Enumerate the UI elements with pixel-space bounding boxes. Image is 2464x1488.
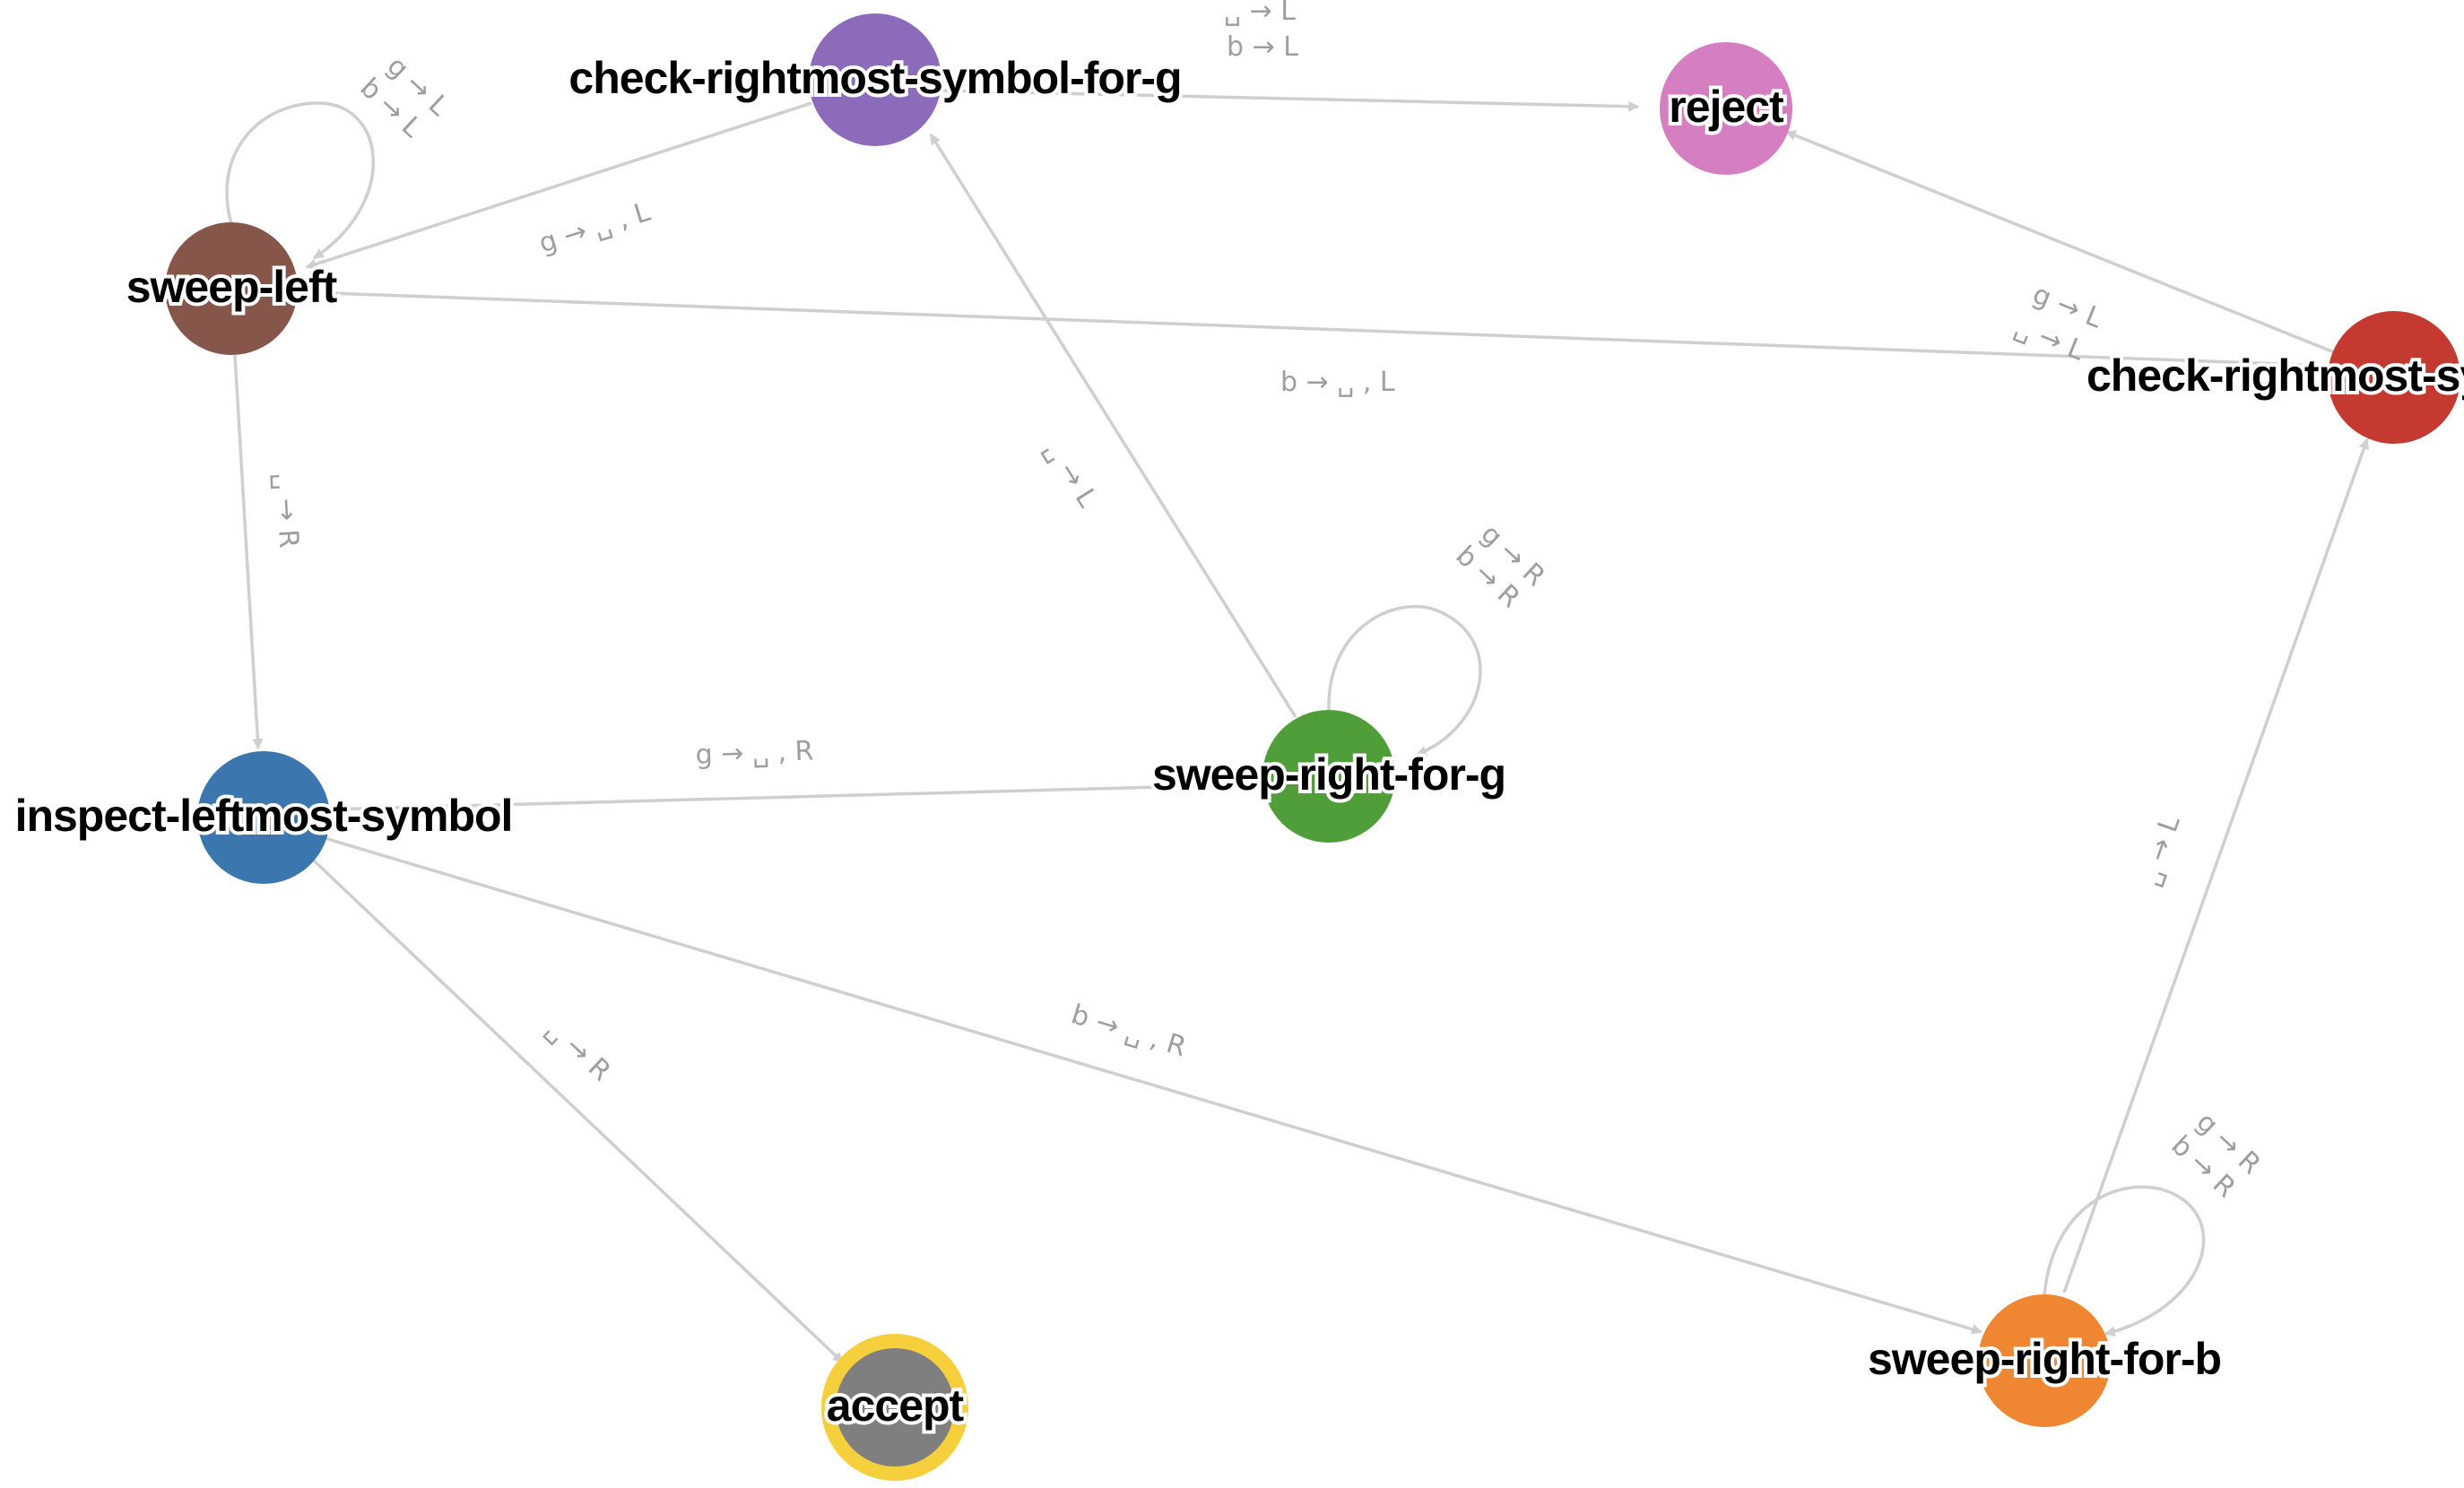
node-label: reject — [1669, 82, 1784, 132]
edge-sweep-left-self-loop — [225, 101, 375, 260]
edge-srg-to-crg — [929, 133, 1297, 718]
node-circle — [2328, 311, 2460, 444]
edge-inspect-to-srg — [327, 779, 1260, 811]
edge-srb-self-loop — [2043, 1185, 2206, 1337]
node-circle — [836, 1348, 954, 1466]
edge-srg-self-loop — [1327, 604, 1482, 757]
edge-label-crg-sweep-left: g → ␣ , L — [535, 196, 655, 260]
edge-crg-to-reject — [936, 89, 1640, 112]
edge-inspect-to-accept — [312, 859, 845, 1364]
node-sweep-right-for-g[interactable]: sweep-right-for-g — [1149, 710, 1510, 843]
edge-label-inspect-srg: g → ␣ , R — [695, 735, 814, 771]
node-label: check-rightmost-sy — [2087, 350, 2464, 401]
edge-crb-to-reject — [1784, 130, 2335, 354]
nodes: check-rightmost-symbol-for-g reject swee… — [12, 13, 2464, 1481]
node-accept[interactable]: accept — [821, 1334, 969, 1481]
edge-inspect-to-srb — [324, 836, 1983, 1335]
node-circle — [809, 13, 941, 146]
edge-sweep-left-to-inspect — [233, 354, 264, 750]
node-label: sweep-left — [126, 262, 338, 312]
node-check-rightmost-symbol-for-b[interactable]: check-rightmost-sy — [2083, 311, 2464, 444]
node-circle — [1262, 710, 1395, 843]
edge-crg-to-sweep-left — [305, 101, 812, 270]
node-reject[interactable]: reject — [1660, 42, 1792, 175]
edge-crb-to-sweep-left — [303, 287, 2332, 368]
node-circle — [1660, 42, 1792, 175]
edge-label-inspect-accept: ␣ → R — [541, 1013, 617, 1087]
node-sweep-right-for-b[interactable]: sweep-right-for-b — [1864, 1294, 2225, 1427]
edge-label-srb-crb: ␣ → L — [2133, 811, 2186, 889]
node-circle — [1978, 1294, 2111, 1427]
node-label: check-rightmost-symbol-for-g — [568, 53, 1181, 103]
node-inspect-leftmost-symbol[interactable]: inspect-leftmost-symbol — [12, 751, 516, 884]
edge-label-crg-reject-2: b → L — [1227, 31, 1298, 63]
node-sweep-left[interactable]: sweep-left — [123, 222, 343, 355]
node-circle — [197, 751, 330, 884]
node-label: inspect-leftmost-symbol — [15, 791, 513, 841]
edge-label-inspect-srb: b → ␣ , R — [1068, 999, 1190, 1063]
edges — [225, 89, 2370, 1364]
edge-label-sweep-left-inspect: ␣ → R — [269, 472, 304, 549]
node-label: accept — [827, 1380, 965, 1431]
edge-label-crb-sweep-left: b → ␣ , L — [1280, 367, 1395, 398]
node-label: sweep-right-for-g — [1152, 749, 1505, 800]
node-check-rightmost-symbol-for-g[interactable]: check-rightmost-symbol-for-g — [565, 13, 1186, 146]
edge-label-crg-reject-1: ␣ → L — [1224, 0, 1296, 27]
edge-srb-to-crb — [2062, 437, 2370, 1293]
node-label: sweep-right-for-b — [1868, 1334, 2221, 1384]
edge-label-srg-crg: ␣ → L — [1038, 436, 1103, 514]
node-circle — [165, 222, 298, 355]
